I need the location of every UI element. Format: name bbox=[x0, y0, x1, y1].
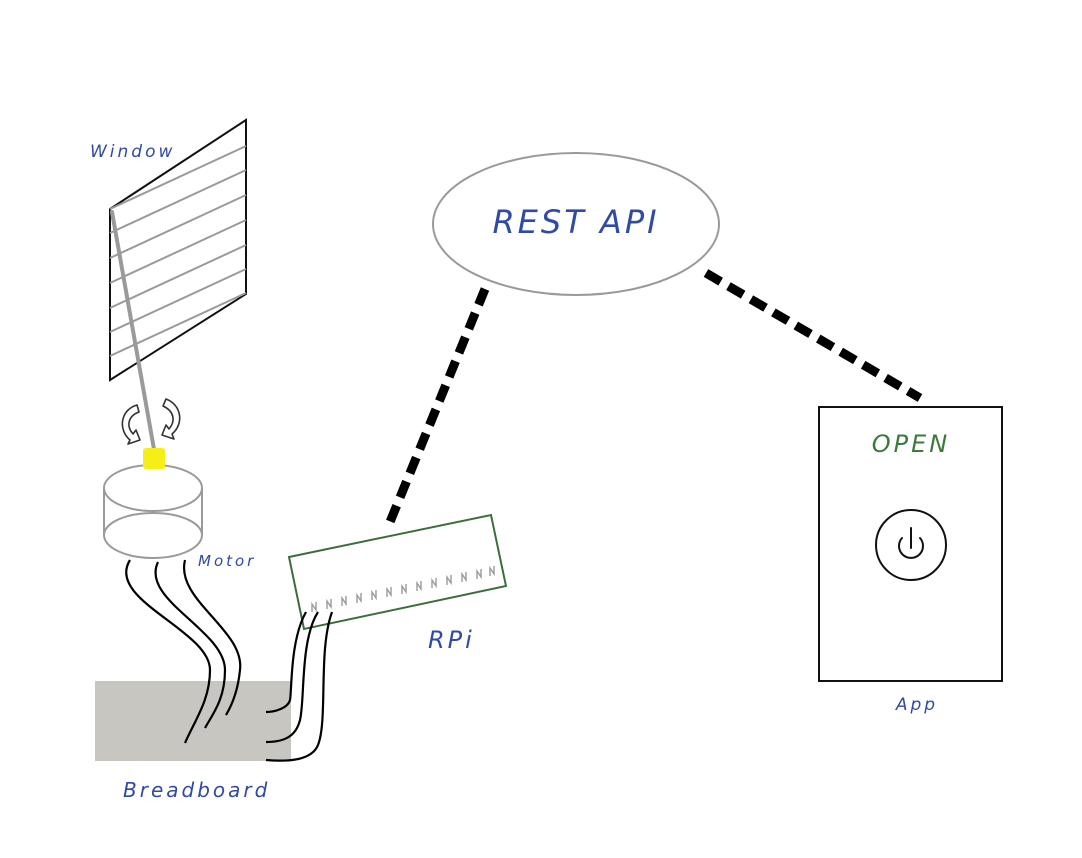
breadboard-label: Breadboard bbox=[123, 778, 270, 802]
app-label: App bbox=[895, 695, 938, 715]
window-label: Window bbox=[90, 142, 175, 162]
motor-wires bbox=[125, 559, 242, 744]
rpi-label: RPi bbox=[428, 626, 475, 654]
motor bbox=[103, 448, 203, 559]
app-state-label: OPEN bbox=[872, 430, 950, 458]
motor-label: Motor bbox=[198, 552, 256, 570]
rotate-arrows-icon bbox=[121, 398, 181, 445]
blind-rod bbox=[110, 210, 157, 457]
power-icon bbox=[898, 527, 924, 559]
rest-api-label: REST API bbox=[492, 203, 659, 241]
app-screen: OPEN bbox=[818, 406, 1003, 682]
window-blinds bbox=[109, 118, 247, 457]
breadboard bbox=[95, 681, 291, 761]
connection-rpi-to-api bbox=[385, 287, 490, 524]
power-button[interactable] bbox=[875, 509, 947, 581]
blind-slats bbox=[109, 145, 247, 357]
rpi-wires bbox=[265, 611, 334, 762]
motor-shaft bbox=[143, 448, 165, 469]
rpi-gpio-pins bbox=[311, 565, 495, 613]
rpi-board bbox=[287, 513, 508, 631]
connection-api-to-app bbox=[703, 269, 923, 402]
rest-api-node bbox=[432, 152, 720, 296]
